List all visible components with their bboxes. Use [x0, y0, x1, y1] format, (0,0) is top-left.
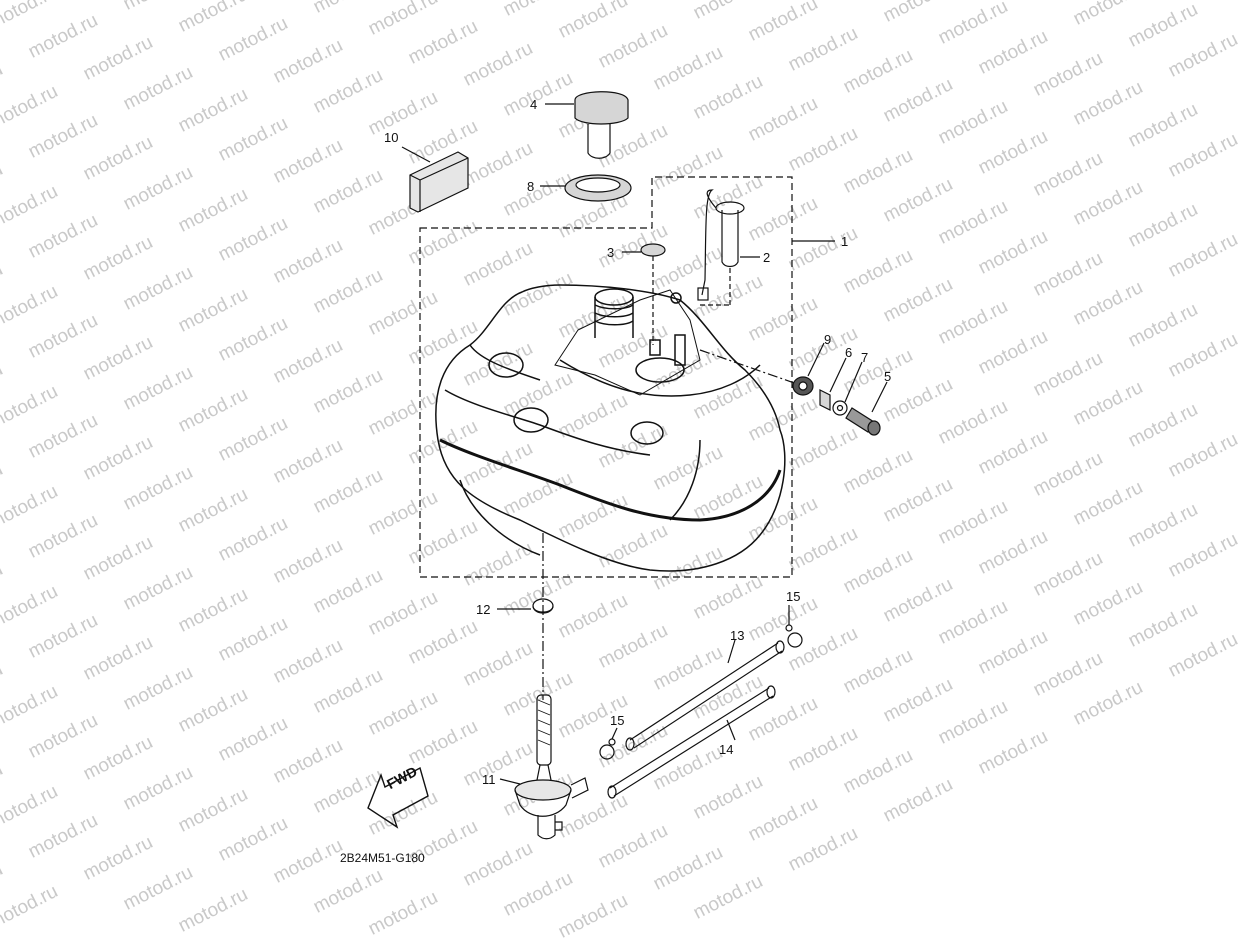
washer: [832, 400, 848, 416]
tank-hole: [488, 352, 524, 378]
fwd-arrow: [367, 766, 429, 829]
tank-hole: [513, 407, 549, 433]
cap-gasket: [564, 174, 632, 202]
fuel-sender: [697, 189, 745, 301]
fuel-cock: [514, 694, 589, 840]
callout-1: 1: [841, 234, 849, 249]
grommet: [640, 243, 666, 257]
callout-15-lower: 15: [610, 713, 625, 728]
assembly-boundary: [419, 176, 793, 578]
callout-7: 7: [861, 350, 869, 365]
callout-13: 13: [730, 628, 745, 643]
damper: [792, 376, 814, 396]
callout-11: 11: [482, 772, 496, 787]
tank-hole: [630, 421, 664, 445]
callout-5: 5: [884, 369, 892, 384]
bolt: [845, 407, 881, 436]
callout-9: 9: [824, 332, 832, 347]
hose-clip-lower: [599, 738, 616, 760]
fuel-cap: [574, 91, 629, 159]
callout-3: 3: [607, 245, 615, 260]
hose-14: [607, 685, 776, 799]
hose-clip-upper: [785, 624, 803, 648]
callout-6: 6: [845, 345, 853, 360]
hose-13: [625, 640, 785, 751]
callout-12: 12: [476, 602, 491, 617]
callout-8: 8: [527, 179, 535, 194]
clip-12: [532, 598, 554, 614]
sponge-pad: [409, 151, 469, 213]
callout-2: 2: [763, 250, 771, 265]
callout-10: 10: [384, 130, 399, 145]
fuel-tank: [435, 284, 786, 572]
callout-15-upper: 15: [786, 589, 801, 604]
collar: [819, 389, 831, 411]
callout-14: 14: [719, 742, 734, 757]
callout-4: 4: [530, 97, 538, 112]
diagram-code: 2B24M51-G180: [340, 851, 425, 865]
